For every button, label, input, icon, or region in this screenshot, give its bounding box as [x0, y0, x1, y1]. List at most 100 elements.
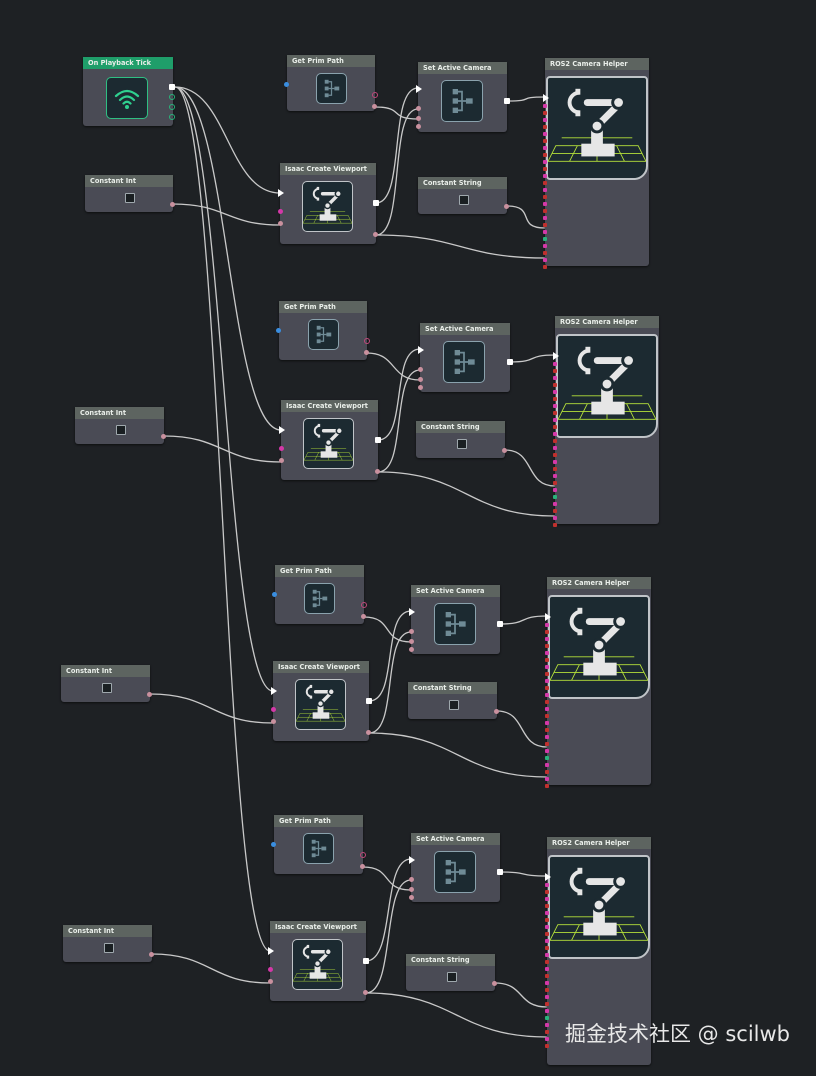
path-output-pin[interactable] [372, 104, 377, 109]
node-menu-button[interactable]: ••• [494, 71, 505, 74]
value-output-pin[interactable] [492, 981, 497, 986]
input-pin[interactable] [553, 474, 557, 478]
viewport-output-pin[interactable] [373, 232, 378, 237]
input-pin[interactable] [545, 1023, 549, 1027]
constant-int-node[interactable]: Constant Int••• [61, 665, 152, 702]
input-pin[interactable] [545, 967, 549, 971]
input-pin[interactable] [553, 390, 557, 394]
path-output-pin[interactable] [361, 602, 367, 608]
viewport-input-pin[interactable] [409, 877, 414, 882]
node-menu-button[interactable]: ••• [497, 332, 508, 335]
input-pin[interactable] [553, 439, 557, 443]
exec-in-pin[interactable] [418, 346, 424, 354]
exec-out-pin[interactable] [497, 869, 503, 875]
input-pin[interactable] [545, 981, 549, 985]
input-pin[interactable] [545, 939, 549, 943]
input-pin[interactable] [545, 742, 549, 746]
node-menu-button[interactable]: ••• [139, 934, 150, 937]
viewport-output-pin[interactable] [366, 730, 371, 735]
input-pin[interactable] [543, 244, 547, 248]
name-input-pin[interactable] [271, 719, 276, 724]
exec-in-pin[interactable] [271, 687, 277, 695]
input-pin[interactable] [545, 763, 549, 767]
input-pin[interactable] [553, 516, 557, 520]
ros2-camera-helper-node[interactable]: ROS2 Camera Helper••• [545, 577, 651, 788]
tick-output-pin[interactable] [169, 104, 175, 110]
input-pin[interactable] [543, 237, 547, 241]
prim-input-pin[interactable] [276, 328, 281, 333]
set-active-camera-node[interactable]: Set Active Camera••• [409, 585, 503, 654]
path-output-pin[interactable] [364, 338, 370, 344]
node-menu-button[interactable]: ••• [646, 325, 657, 328]
path-output-pin[interactable] [361, 614, 366, 619]
exec-in-pin[interactable] [409, 856, 415, 864]
viewport-input-pin[interactable] [409, 629, 414, 634]
input-pin[interactable] [545, 988, 549, 992]
input-pin[interactable] [553, 523, 557, 527]
exec-out-pin[interactable] [507, 359, 513, 365]
input-pin[interactable] [545, 777, 549, 781]
input-pin[interactable] [545, 658, 549, 662]
input-pin[interactable] [545, 735, 549, 739]
node-menu-button[interactable]: ••• [638, 586, 649, 589]
node-menu-button[interactable]: ••• [494, 186, 505, 189]
input-pin[interactable] [545, 749, 549, 753]
input-pin[interactable] [543, 139, 547, 143]
tick-exec-out-pin[interactable] [169, 84, 175, 90]
node-menu-button[interactable]: ••• [356, 670, 367, 673]
input-pin[interactable] [543, 104, 547, 108]
prim-input-pin[interactable] [409, 639, 414, 644]
exec-in-pin[interactable] [278, 189, 284, 197]
input-pin[interactable] [543, 153, 547, 157]
name-input-pin[interactable] [279, 458, 284, 463]
input-pin[interactable] [553, 502, 557, 506]
path-output-pin[interactable] [372, 92, 378, 98]
input-pin[interactable] [543, 202, 547, 206]
input-pin[interactable] [545, 1037, 549, 1041]
node-menu-button[interactable]: ••• [350, 824, 361, 827]
exec-in-pin[interactable] [279, 426, 285, 434]
viewport-input-pin[interactable] [416, 106, 421, 111]
get-prim-path-node[interactable]: Get Prim Path••• [271, 815, 366, 874]
viewport-output-pin[interactable] [363, 990, 368, 995]
input-pin[interactable] [545, 946, 549, 950]
input-pin[interactable] [545, 693, 549, 697]
exec-out-pin[interactable] [375, 437, 381, 443]
input-pin[interactable] [553, 432, 557, 436]
input-pin[interactable] [543, 111, 547, 115]
node-menu-button[interactable]: ••• [362, 64, 373, 67]
input-pin[interactable] [543, 132, 547, 136]
camera-input-pin[interactable] [409, 647, 414, 652]
camera-input-pin[interactable] [409, 895, 414, 900]
input-pin[interactable] [545, 911, 549, 915]
prim-input-pin[interactable] [409, 887, 414, 892]
input-pin[interactable] [545, 644, 549, 648]
node-menu-button[interactable]: ••• [351, 574, 362, 577]
node-menu-button[interactable]: ••• [160, 184, 171, 187]
input-pin[interactable] [545, 904, 549, 908]
node-menu-button[interactable]: ••• [365, 409, 376, 412]
constant-string-node[interactable]: Constant String••• [406, 954, 497, 991]
ros2-camera-helper-node[interactable]: ROS2 Camera Helper••• [545, 837, 651, 1065]
get-prim-path-node[interactable]: Get Prim Path••• [276, 301, 370, 360]
input-pin[interactable] [545, 637, 549, 641]
input-pin[interactable] [553, 369, 557, 373]
node-menu-button[interactable]: ••• [363, 172, 374, 175]
input-pin[interactable] [553, 453, 557, 457]
ros2-camera-helper-node[interactable]: ROS2 Camera Helper••• [553, 316, 659, 527]
input-pin[interactable] [545, 770, 549, 774]
value-output-pin[interactable] [147, 692, 152, 697]
input-pin[interactable] [553, 425, 557, 429]
isaac-create-viewport-node[interactable]: Isaac Create Viewport••• [278, 163, 379, 244]
input-pin[interactable] [553, 481, 557, 485]
input-pin[interactable] [545, 953, 549, 957]
input-pin[interactable] [543, 118, 547, 122]
input-pin[interactable] [553, 397, 557, 401]
input-pin[interactable] [543, 195, 547, 199]
input-pin[interactable] [545, 721, 549, 725]
constant-string-node[interactable]: Constant String••• [416, 421, 507, 458]
node-menu-button[interactable]: ••• [638, 846, 649, 849]
camera-input-pin[interactable] [416, 124, 421, 129]
input-pin[interactable] [543, 251, 547, 255]
set-active-camera-node[interactable]: Set Active Camera••• [418, 323, 513, 392]
